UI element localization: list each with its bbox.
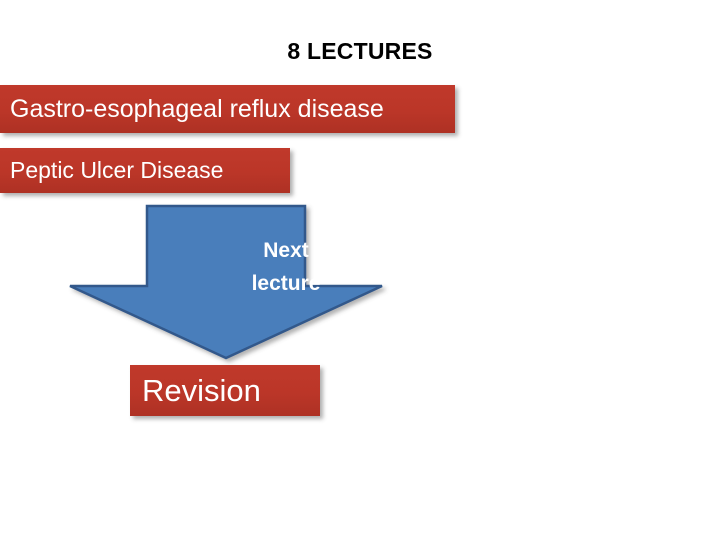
- page-title: 8 LECTURES: [287, 38, 433, 64]
- lecture-bar-gerd-label: Gastro-esophageal reflux disease: [10, 94, 384, 123]
- lecture-bar-peptic-ulcer-disease: Peptic Ulcer Disease: [0, 148, 290, 193]
- down-arrow-shape: [69, 204, 383, 360]
- down-arrow-icon: Next lecture: [60, 198, 400, 370]
- revision-box: Revision: [130, 365, 320, 416]
- lecture-bar-peptic-ulcer-disease-label: Peptic Ulcer Disease: [10, 157, 224, 183]
- revision-box-label: Revision: [142, 372, 261, 408]
- lecture-bar-gerd: Gastro-esophageal reflux disease: [0, 85, 455, 133]
